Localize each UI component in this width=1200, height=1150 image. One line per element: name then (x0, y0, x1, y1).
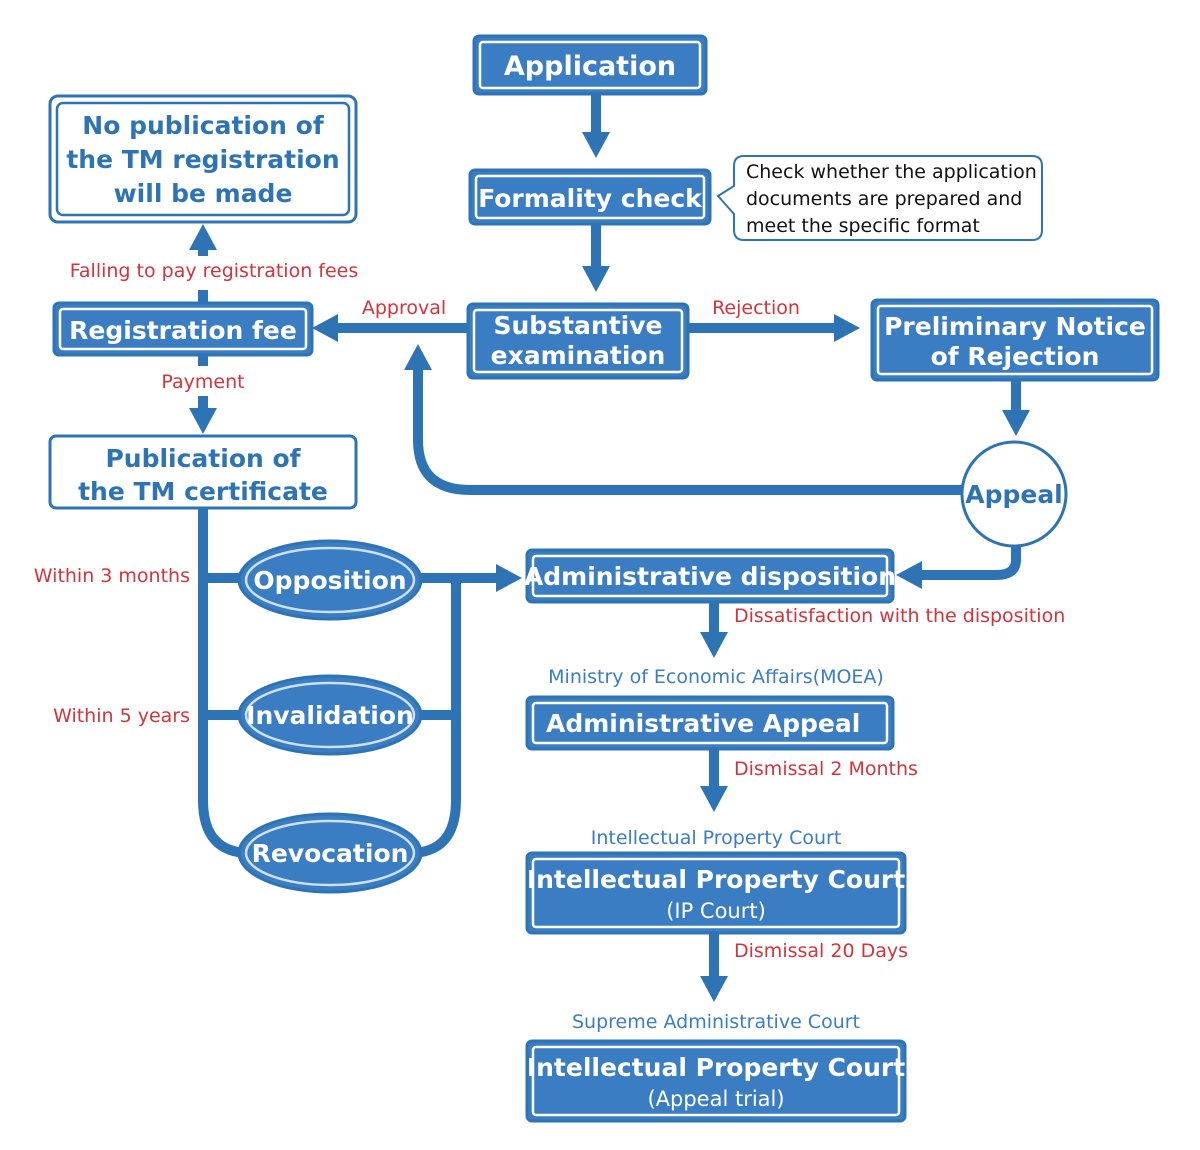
no-publication-line-1: No publication of (82, 111, 325, 140)
authority-supreme-court: Supreme Administrative Court (572, 1011, 860, 1033)
appeal-circle: Appeal (960, 440, 1068, 548)
arrow-appeal-loop (413, 368, 962, 495)
arrowhead (582, 132, 610, 158)
arrowhead (496, 564, 522, 592)
authority-moea: Ministry of Economic Affairs(MOEA) (548, 666, 884, 688)
ip-court-appeal-sublabel: (Appeal trial) (647, 1087, 784, 1111)
application-box: Application (472, 34, 708, 96)
administrative-appeal-box: Administrative Appeal (525, 695, 895, 751)
ip-court-sublabel: (IP Court) (666, 899, 766, 923)
formality-note-callout: Check whether the application documents … (716, 155, 1043, 241)
arrowhead (582, 266, 610, 292)
label-approval: Approval (362, 297, 446, 319)
administrative-disposition-box: Administrative disposition (524, 548, 896, 604)
label-within-3-months: Within 3 months (34, 565, 190, 587)
invalidation-label: Invalidation (246, 701, 414, 730)
revocation-label: Revocation (252, 839, 409, 868)
label-within-5-years: Within 5 years (53, 705, 190, 727)
arrow-appeal-to-disposition (920, 546, 1021, 580)
registration-fee-box: Registration fee (52, 301, 314, 357)
formality-check-box: Formality check (468, 168, 712, 226)
formality-note-line-1: Check whether the application (746, 161, 1037, 183)
substantive-label-line-1: Substantive (494, 311, 663, 340)
edge-labels: Approval Rejection Falling to pay regist… (34, 260, 1065, 1033)
formality-check-label: Formality check (478, 184, 703, 213)
substantive-label-line-2: examination (491, 341, 666, 370)
publication-line-1: Publication of (105, 444, 301, 473)
ip-court-label: Intellectual Property Court (527, 865, 905, 894)
arrowhead (700, 976, 728, 1002)
arrowhead (404, 344, 432, 370)
opposition-label: Opposition (253, 566, 406, 595)
opposition-ellipse: Opposition (237, 539, 423, 621)
arrowhead (700, 632, 728, 658)
ip-court-appeal-box: Intellectual Property Court (Appeal tria… (525, 1039, 907, 1123)
preliminary-notice-line-1: Preliminary Notice (884, 312, 1146, 341)
label-dismissal-20-days: Dismissal 20 Days (734, 940, 908, 962)
authority-ip-court: Intellectual Property Court (591, 827, 842, 849)
formality-note-line-2: documents are prepared and (746, 188, 1022, 210)
publication-line-2: the TM certificate (78, 477, 328, 506)
application-label: Application (504, 51, 676, 82)
no-publication-box: No publication of the TM registration wi… (48, 94, 358, 224)
arrowhead (834, 314, 860, 342)
publication-trunk (198, 508, 251, 858)
appeal-label: Appeal (965, 480, 1063, 509)
arrowhead (1002, 410, 1030, 436)
label-rejection: Rejection (712, 297, 800, 319)
label-payment: Payment (161, 371, 244, 393)
preliminary-notice-line-2: of Rejection (931, 342, 1100, 371)
arrowhead (312, 314, 338, 342)
administrative-appeal-label: Administrative Appeal (546, 709, 860, 738)
preliminary-notice-box: Preliminary Notice of Rejection (870, 298, 1160, 382)
administrative-disposition-label: Administrative disposition (524, 562, 896, 591)
arrowhead (896, 561, 922, 589)
revocation-ellipse: Revocation (237, 812, 423, 894)
arrowhead (189, 408, 217, 434)
arrowhead (700, 786, 728, 812)
no-publication-line-3: will be made (114, 179, 293, 208)
formality-note-line-3: meet the specific format (746, 215, 980, 237)
arrowhead (189, 224, 217, 250)
ip-court-box: Intellectual Property Court (IP Court) (525, 851, 907, 935)
label-failing-fees: Falling to pay registration fees (70, 260, 359, 282)
substantive-examination-box: Substantive examination (466, 302, 690, 380)
label-dismissal-2-months: Dismissal 2 Months (734, 758, 918, 780)
ip-court-appeal-label: Intellectual Property Court (527, 1053, 905, 1082)
label-dissatisfaction: Dissatisfaction with the disposition (734, 605, 1065, 627)
registration-fee-label: Registration fee (69, 316, 297, 345)
no-publication-line-2: the TM registration (66, 145, 339, 174)
invalidation-ellipse: Invalidation (237, 674, 423, 756)
publication-certificate-box: Publication of the TM certificate (48, 434, 358, 510)
